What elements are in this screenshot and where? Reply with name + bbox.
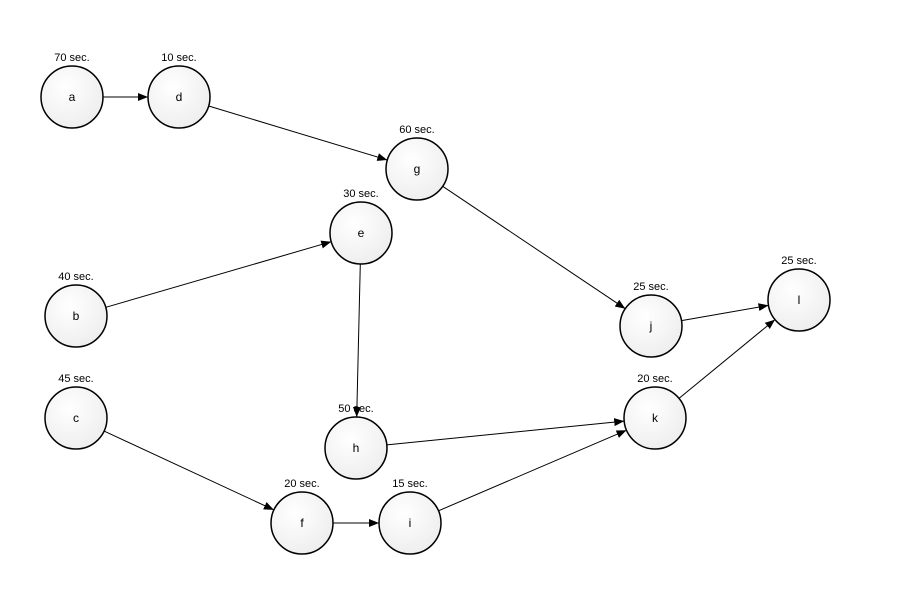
nodes-layer: a 70 sec. d 10 sec. g 60 sec. e 30 sec. b 40 sec.… [40,52,831,555]
edge-d-g [208,105,388,161]
node-circle [44,284,108,348]
node-e: e 30 sec. [329,188,393,265]
node-label: i [409,516,412,530]
node-circle [270,491,334,555]
node-label: h [353,441,360,455]
node-i: i 15 sec. [378,478,442,555]
node-label: d [176,90,183,104]
edge-j-l [681,303,769,322]
edge-b-e [105,240,332,308]
duration-label: 25 sec. [781,255,816,267]
node-a: a 70 sec. [40,52,104,129]
edge-c-f [103,430,275,511]
duration-label: 25 sec. [633,281,668,293]
node-l: l 25 sec. [767,255,831,332]
node-circle [619,294,683,358]
node-circle [324,416,388,480]
node-circle [623,386,687,450]
node-circle [147,65,211,129]
node-circle [767,268,831,332]
node-f: f 20 sec. [270,478,334,555]
node-b: b 40 sec. [44,271,108,348]
edge-e-h [352,263,361,418]
node-j: j 25 sec. [619,281,683,358]
node-k: k 20 sec. [623,373,687,450]
edge-h-k [386,418,625,446]
edge-i-k [438,429,627,512]
duration-label: 50 sec. [338,403,373,415]
duration-label: 30 sec. [343,188,378,200]
node-c: c 45 sec. [44,373,108,450]
duration-label: 20 sec. [637,373,672,385]
edges-layer [103,93,776,527]
node-label: c [73,411,79,425]
node-label: a [69,90,76,104]
node-circle [44,386,108,450]
node-circle [385,137,449,201]
duration-label: 20 sec. [284,478,319,490]
node-label: f [300,516,304,530]
duration-label: 45 sec. [58,373,93,385]
node-d: d 10 sec. [147,52,211,129]
node-label: e [358,226,365,240]
node-g: g 60 sec. [385,124,449,201]
edge-g-j [442,185,626,310]
duration-label: 15 sec. [392,478,427,490]
duration-label: 40 sec. [58,271,93,283]
node-label: l [798,293,801,307]
node-circle [378,491,442,555]
duration-label: 60 sec. [399,124,434,136]
node-h: h 50 sec. [324,403,388,480]
node-label: k [652,411,659,425]
node-circle [329,201,393,265]
node-label: b [73,309,80,323]
node-circle [40,65,104,129]
duration-label: 10 sec. [161,52,196,64]
node-label: j [649,319,653,333]
duration-label: 70 sec. [54,52,89,64]
edge-k-l [678,319,776,399]
node-label: g [414,162,421,176]
